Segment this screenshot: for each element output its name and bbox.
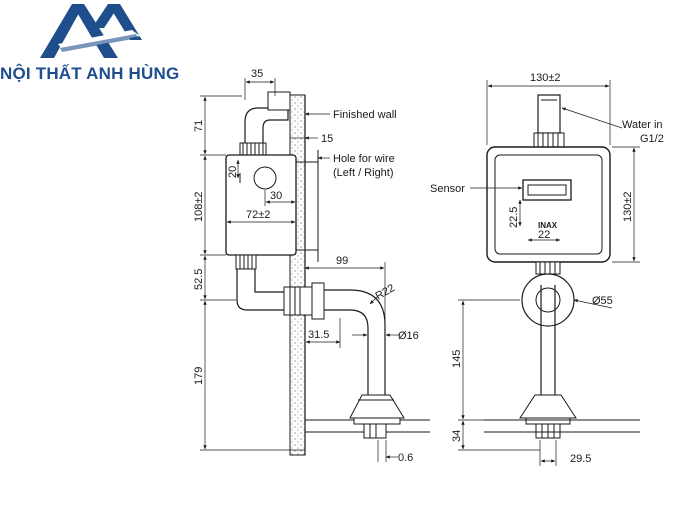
dim-30: 30	[270, 190, 282, 202]
side-view-dimensions	[200, 78, 400, 462]
dim-130-width: 130±2	[530, 72, 561, 84]
dim-0-6: 0.6	[398, 452, 413, 464]
maker-label: INAX	[538, 221, 558, 230]
water-in-label-2: G1/2	[640, 133, 664, 145]
dim-99: 99	[336, 255, 348, 267]
valve-body	[225, 154, 297, 256]
front-view	[484, 94, 640, 439]
dim-20: 20	[227, 166, 239, 178]
front-view-dimensions	[458, 80, 640, 466]
hole-label-1: Hole for wire	[333, 153, 395, 165]
dim-145: 145	[451, 350, 463, 368]
wall	[289, 94, 306, 456]
dim-35: 35	[251, 68, 263, 80]
dim-72: 72±2	[246, 209, 270, 221]
front-view-labels: 130±2 Water in G1/2 130±2 Sensor 22.5 IN…	[430, 72, 664, 465]
water-in-label-1: Water in	[622, 119, 663, 131]
dim-29-5: 29.5	[570, 453, 591, 465]
wire-hole	[253, 166, 277, 190]
dim-o16: Ø16	[398, 330, 419, 342]
dim-31-5: 31.5	[308, 329, 329, 341]
dim-52-5: 52.5	[193, 269, 205, 290]
hole-label-2: (Left / Right)	[333, 167, 394, 179]
dim-130-height: 130±2	[622, 191, 634, 222]
dim-108: 108±2	[193, 191, 205, 222]
dim-22-5: 22.5	[508, 207, 520, 228]
brand-name: NỘI THẤT ANH HÙNG	[0, 64, 180, 83]
anh-hung-logo-icon	[40, 4, 142, 58]
dim-15: 15	[321, 133, 333, 145]
dim-71: 71	[193, 120, 205, 132]
dim-o55: Ø55	[592, 295, 613, 307]
dim-179: 179	[193, 367, 205, 385]
finished-wall-label: Finished wall	[333, 109, 397, 121]
sensor-label: Sensor	[430, 183, 465, 195]
dim-34: 34	[451, 430, 463, 442]
dim-22: 22	[538, 229, 550, 241]
brand-logo: NỘI THẤT ANH HÙNG	[0, 0, 200, 95]
side-view	[225, 91, 430, 456]
